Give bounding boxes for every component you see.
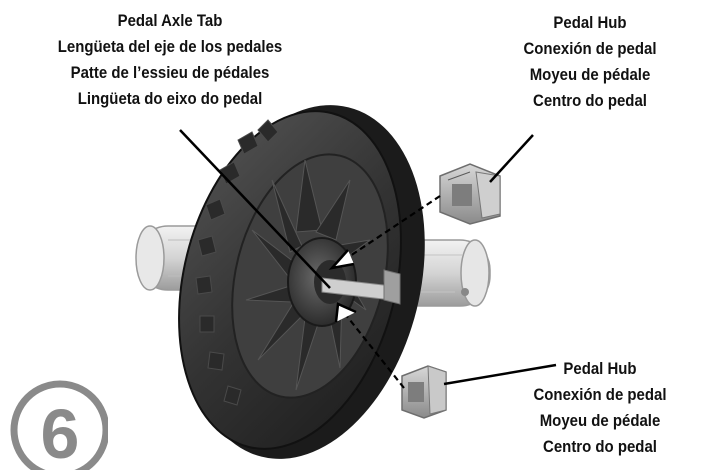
step-number: 6 bbox=[41, 395, 80, 470]
axle-tab-label-es: Lengüeta del eje de los pedales bbox=[38, 34, 302, 60]
hub-top-label-es: Conexión de pedal bbox=[484, 36, 695, 62]
hub-bottom-label-en: Pedal Hub bbox=[499, 356, 701, 382]
hub-bottom-label-pt: Centro do pedal bbox=[499, 434, 701, 460]
pedal-hub-top bbox=[440, 164, 500, 224]
axle-tab-label-pt: Lingüeta do eixo do pedal bbox=[38, 86, 302, 112]
axle-tab-label-en: Pedal Axle Tab bbox=[38, 8, 302, 34]
hub-bottom-label-es: Conexión de pedal bbox=[499, 382, 701, 408]
hub-bottom-label-fr: Moyeu de pédale bbox=[499, 408, 701, 434]
pedal-hub-bottom bbox=[402, 366, 446, 418]
hub-top-label-pt: Centro do pedal bbox=[484, 88, 695, 114]
pedal-axle-tab-label: Pedal Axle Tab Lengüeta del eje de los p… bbox=[38, 8, 302, 112]
axle-tab-label-fr: Patte de l’essieu de pédales bbox=[38, 60, 302, 86]
hub-top-label-fr: Moyeu de pédale bbox=[484, 62, 695, 88]
pedal-hub-top-label: Pedal Hub Conexión de pedal Moyeu de péd… bbox=[484, 10, 695, 114]
step-number-badge: 6 bbox=[8, 370, 108, 470]
hub-top-leader bbox=[490, 135, 533, 182]
pedal-hub-bottom-label: Pedal Hub Conexión de pedal Moyeu de péd… bbox=[499, 356, 701, 460]
hub-top-label-en: Pedal Hub bbox=[484, 10, 695, 36]
